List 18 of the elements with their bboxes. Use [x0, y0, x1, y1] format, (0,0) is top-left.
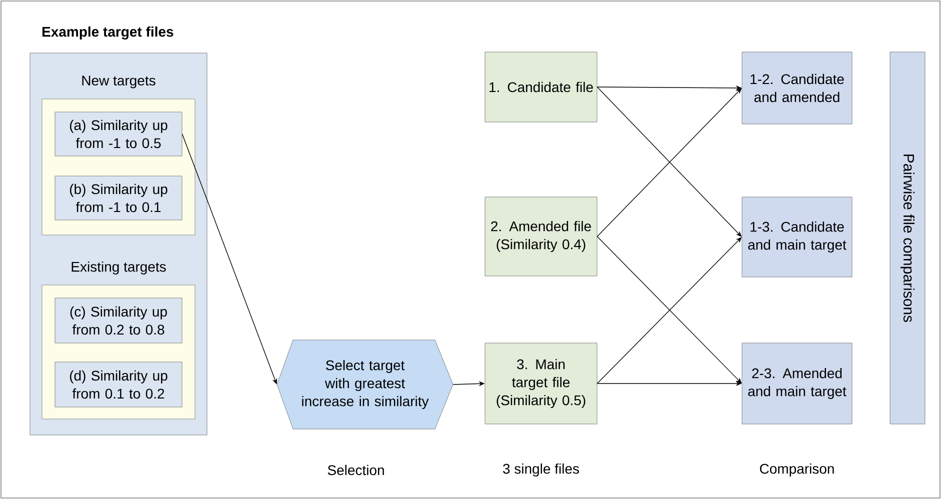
target-box: (d) Similarity up from 0.1 to 0.2 [54, 362, 182, 408]
file-box: 1. Candidate file [484, 52, 598, 122]
stage-label: 3 single files [503, 463, 579, 477]
file-box: 2. Amended file (Similarity 0.4) [484, 196, 598, 276]
node-label: Example target files [42, 26, 174, 40]
target-box: (c) Similarity up from 0.2 to 0.8 [54, 298, 182, 344]
process-hexagon: Select target with greatest increase in similarity [276, 340, 454, 430]
stage-label: Comparison [760, 463, 834, 477]
comparison-box: 1-2. Candidate and amended [742, 52, 852, 124]
comparison-box: 2-3. Amended and main target [742, 342, 852, 424]
target-box: (a) Similarity up from -1 to 0.5 [54, 112, 182, 156]
node-label: New targets [82, 76, 156, 88]
stage-bar: Pairwise file comparisons [890, 52, 926, 424]
file-box: 3. Main target file (Similarity 0.5) [484, 342, 598, 424]
node-label: Existing targets [72, 261, 166, 275]
stage-label: Selection [328, 464, 384, 476]
comparison-box: 1-3. Candidate and main target [742, 196, 852, 278]
target-box: (b) Similarity up from -1 to 0.1 [54, 176, 182, 220]
